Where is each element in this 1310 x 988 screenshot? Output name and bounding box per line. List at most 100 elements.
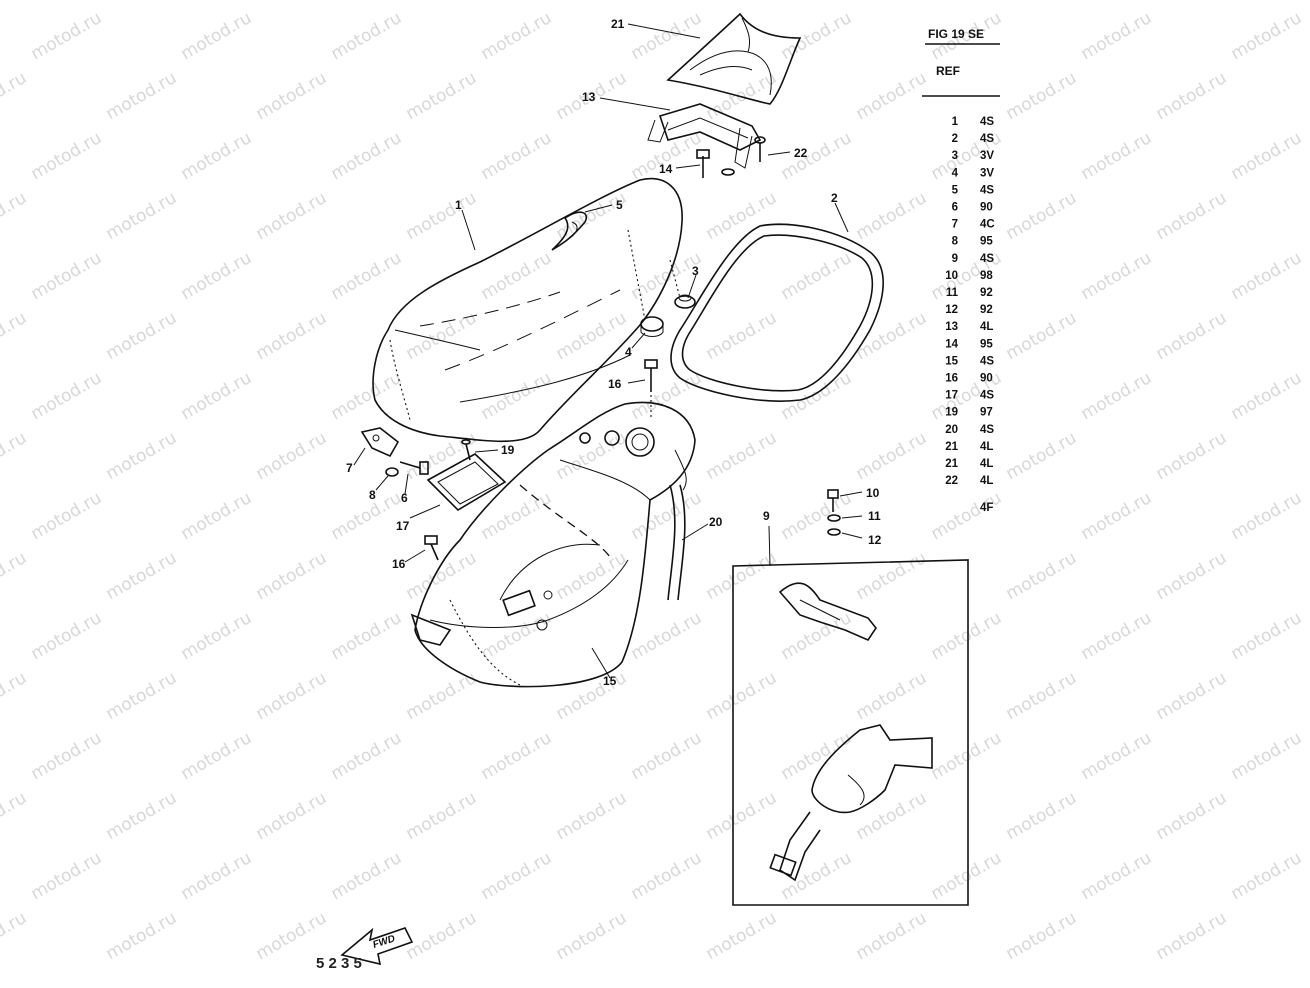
watermark-text: motod.ru — [703, 668, 781, 724]
part-code: 3V — [980, 150, 994, 162]
callout-9: 9 — [763, 509, 770, 523]
watermark-text: motod.ru — [778, 128, 856, 184]
watermark-text: motod.ru — [28, 128, 106, 184]
watermark-text: motod.ru — [253, 0, 331, 4]
watermark-text: motod.ru — [553, 308, 631, 364]
watermark-text: motod.ru — [1228, 488, 1306, 544]
watermark-text: motod.ru — [403, 68, 481, 124]
footer-marks: 5 2 3 5 — [316, 955, 362, 972]
watermark-text: motod.ru — [478, 368, 556, 424]
ref-number: 6 — [952, 202, 958, 214]
watermark-text: motod.ru — [0, 908, 30, 964]
watermark-text: motod.ru — [253, 188, 331, 244]
watermark-text: motod.ru — [0, 188, 30, 244]
watermark-text: motod.ru — [103, 188, 181, 244]
watermark-text: motod.ru — [178, 8, 256, 64]
callout-11: 11 — [868, 509, 881, 523]
watermark-text: motod.ru — [253, 68, 331, 124]
ref-number: 15 — [945, 355, 958, 367]
watermark-text: motod.ru — [478, 8, 556, 64]
watermark-text: motod.ru — [1228, 728, 1306, 784]
part-code: 95 — [980, 338, 993, 350]
fwd-arrow-icon — [340, 927, 414, 966]
watermark-text: motod.ru — [178, 248, 256, 304]
watermark-text: motod.ru — [853, 908, 931, 964]
callout-1: 1 — [455, 198, 462, 212]
watermark-text: motod.ru — [103, 548, 181, 604]
watermark-text: motod.ru — [1228, 608, 1306, 664]
watermark-text: motod.ru — [853, 68, 931, 124]
part-code: 4S — [980, 424, 994, 436]
watermark-text: motod.ru — [328, 488, 406, 544]
watermark-text: motod.ru — [328, 848, 406, 904]
watermark-text: motod.ru — [0, 0, 30, 4]
part-code: 4L — [980, 475, 993, 487]
watermark-text: motod.ru — [253, 428, 331, 484]
watermark-text: motod.ru — [0, 308, 30, 364]
footer: FWD 5 2 3 5 — [316, 927, 414, 972]
watermark-text: motod.ru — [553, 908, 631, 964]
watermark-text: motod.ru — [1153, 428, 1231, 484]
watermark-text: motod.ru — [178, 128, 256, 184]
watermark-text: motod.ru — [1078, 128, 1156, 184]
watermark-text: motod.ru — [0, 428, 30, 484]
watermark-text: motod.ru — [1003, 788, 1081, 844]
part-code: 4L — [980, 441, 993, 453]
part-bolt-10 — [827, 489, 839, 512]
watermark-text: motod.ru — [703, 428, 781, 484]
ref-number: 17 — [945, 390, 958, 402]
part-storage-box-15 — [410, 401, 696, 688]
watermark-text: motod.ru — [703, 548, 781, 604]
watermark-text: motod.ru — [778, 8, 856, 64]
watermark-text: motod.ru — [103, 788, 181, 844]
part-code: 4F — [980, 502, 993, 514]
watermark-text: motod.ru — [1153, 68, 1231, 124]
part-lid-17 — [426, 453, 507, 512]
ref-number: 21 — [945, 441, 958, 453]
ref-number: 8 — [952, 236, 959, 248]
ref-number: 9 — [952, 253, 958, 265]
callout-17: 17 — [396, 519, 410, 533]
part-code: 4S — [980, 253, 994, 265]
part-kit-box-9 — [732, 559, 969, 906]
callout-5: 5 — [616, 198, 623, 212]
watermark-text: motod.ru — [1003, 308, 1081, 364]
watermark-text: motod.ru — [553, 668, 631, 724]
part-bolt-16-lower — [424, 535, 439, 561]
watermark-text: motod.ru — [928, 608, 1006, 664]
watermark-text: motod.ru — [478, 728, 556, 784]
watermark-text: motod.ru — [28, 368, 106, 424]
ref-number: 12 — [945, 304, 958, 316]
ref-number: 14 — [945, 338, 958, 350]
ref-number: 16 — [945, 373, 958, 385]
watermark-text: motod.ru — [703, 0, 781, 4]
watermark-text: motod.ru — [1078, 248, 1156, 304]
part-bolt-16-upper — [644, 359, 658, 420]
watermark-text: motod.ru — [1078, 488, 1156, 544]
watermark-text: motod.ru — [28, 8, 106, 64]
watermark-text: motod.ru — [1078, 728, 1156, 784]
watermark-text: motod.ru — [478, 128, 556, 184]
watermark-text: motod.ru — [628, 848, 706, 904]
ref-number: 7 — [952, 219, 958, 231]
watermark-text: motod.ru — [1153, 188, 1231, 244]
watermark-text: motod.ru — [253, 308, 331, 364]
watermark-text: motod.ru — [628, 728, 706, 784]
part-code: 4S — [980, 184, 994, 196]
watermark-text: motod.ru — [1228, 848, 1306, 904]
watermark-text: motod.ru — [28, 608, 106, 664]
part-code: 98 — [980, 270, 993, 282]
watermark-text: motod.ru — [1153, 548, 1231, 604]
callout-21: 21 — [611, 17, 625, 31]
part-code: 92 — [980, 287, 993, 299]
callout-3: 3 — [692, 264, 699, 278]
part-code: 4S — [980, 116, 994, 128]
callout-4: 4 — [625, 345, 632, 359]
callout-8: 8 — [369, 488, 376, 502]
part-bracket-7 — [360, 427, 400, 458]
ref-number: 10 — [945, 270, 958, 282]
